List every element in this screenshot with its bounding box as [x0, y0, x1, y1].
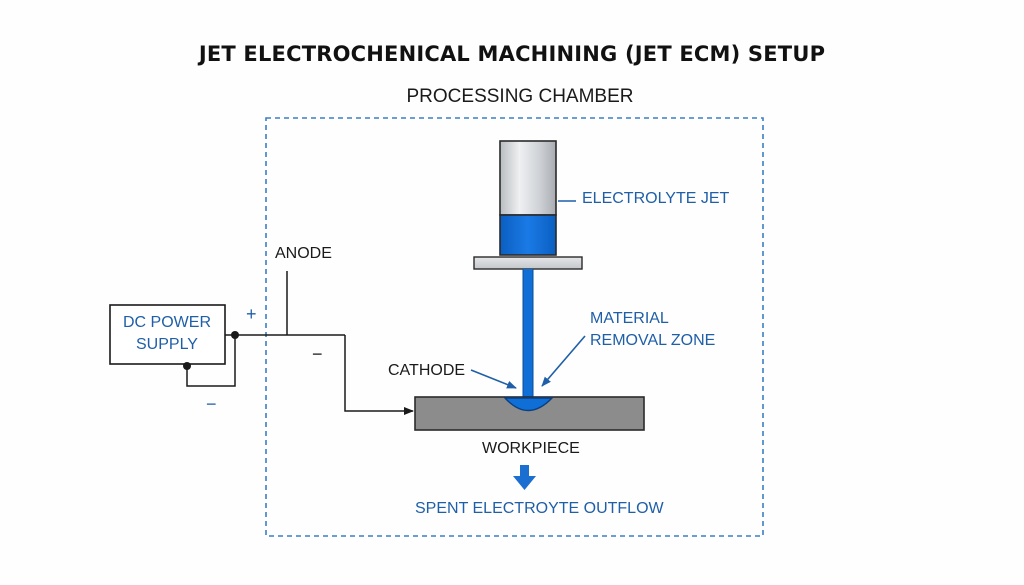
- outflow-label: SPENT ELECTROYTE OUTFLOW: [415, 500, 664, 517]
- electrolyte-jet-stream: [523, 269, 533, 399]
- dc-power-label-line2: SUPPLY: [136, 336, 198, 353]
- negative-return-wire: [186, 335, 236, 387]
- processing-chamber-boundary: [265, 117, 764, 537]
- dc-power-supply-box: [109, 304, 226, 365]
- cathode-label: CATHODE: [388, 362, 466, 379]
- cathode-leader: [470, 369, 517, 389]
- material-removal-label-line2: REMOVAL ZONE: [590, 332, 716, 349]
- nozzle-body: [499, 140, 557, 216]
- processing-chamber-label: PROCESSING CHAMBER: [406, 86, 634, 107]
- material-removal-label-line1: MATERIAL: [590, 310, 669, 327]
- dc-power-label-line1: DC POWER: [123, 314, 211, 331]
- minus-sign-inner-label: −: [312, 344, 323, 364]
- material-removal-cavity: [503, 397, 554, 412]
- nozzle-flange: [473, 256, 583, 270]
- diagram-title: JET ELECTROCHENICAL MACHINING (JET ECM) …: [198, 42, 826, 66]
- cathode-lead: [344, 335, 414, 415]
- nozzle-electrolyte-fill: [499, 214, 557, 256]
- outflow-arrow-icon: [513, 465, 536, 490]
- material-removal-leader: [541, 335, 586, 387]
- plus-sign-label: +: [246, 304, 257, 324]
- workpiece-label: WORKPIECE: [482, 440, 580, 457]
- anode-label: ANODE: [275, 245, 332, 262]
- electrolyte-jet-label: ELECTROLYTE JET: [582, 190, 730, 207]
- minus-sign-outer-label: −: [206, 394, 217, 414]
